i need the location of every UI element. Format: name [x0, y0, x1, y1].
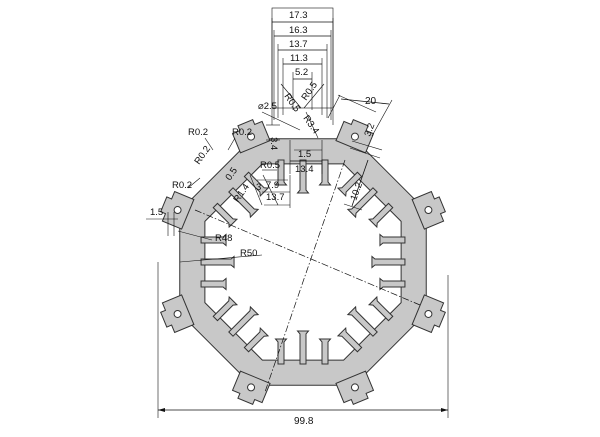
cooling-fin: [379, 277, 406, 291]
extrusion-profile: [160, 119, 446, 405]
cooling-fin: [274, 338, 288, 365]
dim-r0-5-right: R0.5: [299, 80, 320, 103]
cooling-fin: [318, 338, 332, 365]
screw-hole: [247, 383, 256, 392]
dim-17-3: 17.3: [289, 10, 308, 21]
dim-3: 3: [256, 182, 261, 193]
cooling-fin: [346, 305, 378, 337]
dim-16-3: 16.3: [289, 25, 308, 36]
dim-r0-2-b: R0.2: [232, 127, 252, 138]
dim-13-4: 13.4: [295, 164, 314, 175]
cooling-fin: [367, 295, 394, 322]
dim-1-5-left: 1.5: [150, 207, 163, 218]
dim-7-9: 7.9: [266, 180, 279, 191]
dim-13-7-inner: 13.7: [266, 192, 285, 203]
radius-dimensions: 1.5 R48 R50: [146, 207, 263, 263]
screw-hole: [424, 206, 433, 215]
screw-hole: [247, 132, 256, 141]
cooling-fin: [243, 171, 270, 198]
dim-r3-4: R3.4: [301, 113, 322, 136]
cooling-fin: [367, 202, 394, 229]
dim-11-3: 11.3: [290, 53, 308, 64]
dim-r0-2-c: R0.2: [192, 144, 213, 167]
dim-5-2: 5.2: [295, 67, 308, 78]
dim-r0-5-left: R0.5: [282, 91, 303, 114]
screw-hole: [173, 309, 182, 318]
dim-1-5-center: 1.5: [298, 149, 311, 160]
overall-width-dimension: 99.8: [157, 262, 449, 427]
cooling-fin: [212, 202, 239, 229]
cooling-fin: [212, 295, 239, 322]
dim-r0-2-d: R0.2: [172, 180, 192, 191]
cooling-fin: [200, 255, 235, 269]
cooling-fin: [243, 326, 270, 353]
cooling-fin: [296, 330, 310, 365]
right-dimensions: 20 3.2 10.2: [327, 94, 393, 211]
dim-20: 20: [365, 96, 377, 107]
dim-r0-2-a: R0.2: [188, 127, 208, 138]
dim-r50: R50: [240, 248, 257, 259]
cooling-fin: [379, 233, 406, 247]
cooling-fin: [371, 255, 406, 269]
dim-13-7-top: 13.7: [289, 39, 308, 50]
cooling-fin: [228, 187, 260, 219]
dim-r48: R48: [215, 233, 232, 244]
dim-3-4-slot: 3.4: [268, 137, 279, 150]
dim-diameter-2-5: ⌀2.5: [258, 101, 277, 112]
center-lines: [194, 159, 421, 393]
screw-hole: [350, 383, 359, 392]
cooling-fin: [228, 305, 260, 337]
dim-99-8: 99.8: [294, 416, 314, 427]
cooling-fin: [336, 171, 363, 198]
screw-hole: [173, 206, 182, 215]
screw-hole: [424, 309, 433, 318]
dim-3-2: 3.2: [362, 122, 377, 138]
screw-hole: [350, 132, 359, 141]
cooling-fin: [274, 159, 288, 186]
top-width-dimensions: 17.3 16.3 13.7 11.3 5.2 R0.5 R0.5: [271, 7, 334, 125]
cooling-fin: [336, 326, 363, 353]
cooling-fin: [296, 159, 310, 194]
cooling-fin: [200, 277, 227, 291]
dim-r0-5-inner: R0.5: [260, 160, 280, 171]
cooling-fin: [346, 187, 378, 219]
